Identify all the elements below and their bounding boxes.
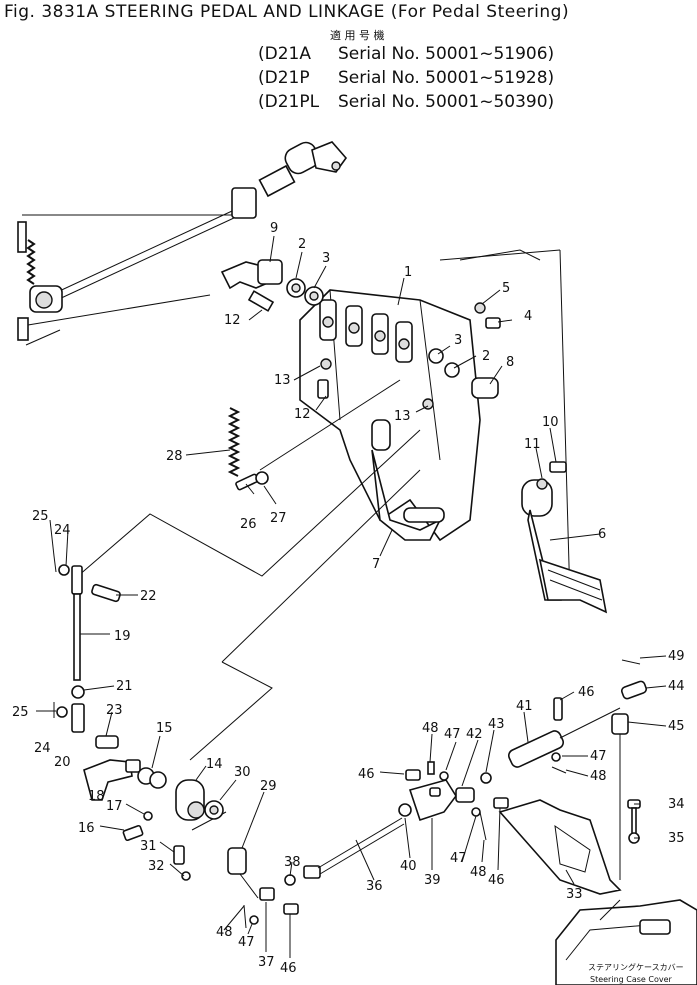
callout-48: 48	[470, 865, 487, 880]
model-name: (D21A	[258, 44, 311, 64]
callout-43: 43	[488, 717, 505, 732]
callout-46: 46	[488, 873, 505, 888]
callout-17: 17	[106, 799, 123, 814]
callout-6: 6	[598, 527, 606, 542]
callout-numbers: 1 2 2 3 3 4 5 6 7 8 9 10 11 12 12 13 13 …	[12, 221, 685, 976]
steering-case-cover	[555, 899, 697, 985]
callout-40: 40	[400, 859, 417, 874]
callout-45: 45	[668, 719, 685, 734]
cover-label-jp: ステアリングケースカバー	[588, 962, 684, 972]
callout-47: 47	[444, 727, 461, 742]
callout-21: 21	[116, 679, 133, 694]
callout-34: 34	[668, 797, 685, 812]
callout-3: 3	[322, 251, 330, 266]
callout-44: 44	[668, 679, 685, 694]
callout-7: 7	[372, 557, 380, 572]
callout-leaders	[36, 235, 667, 958]
callout-19: 19	[114, 629, 131, 644]
callout-38: 38	[284, 855, 301, 870]
upper-rod-assembly	[17, 141, 348, 346]
callout-47: 47	[450, 851, 467, 866]
shaft-parts-top	[220, 259, 567, 490]
serial-range: Serial No. 50001~51928)	[338, 68, 555, 88]
callout-35: 35	[668, 831, 685, 846]
callout-31: 31	[140, 839, 157, 854]
connection-lines	[77, 429, 421, 831]
callout-42: 42	[466, 727, 483, 742]
model-name: (D21P	[258, 68, 310, 88]
callout-46: 46	[280, 961, 297, 976]
callout-10: 10	[542, 415, 559, 430]
callout-28: 28	[166, 449, 183, 464]
callout-46: 46	[358, 767, 375, 782]
serial-range-d21pl: (D21PL Serial No. 50001~50390)	[258, 92, 554, 112]
cover-label-en: Steering Case Cover	[590, 975, 673, 984]
return-spring	[227, 379, 401, 491]
serial-range-d21p: (D21P Serial No. 50001~51928)	[258, 68, 554, 88]
callout-27: 27	[270, 511, 287, 526]
cover-label: ステアリングケースカバー Steering Case Cover	[588, 962, 684, 984]
callout-2: 2	[298, 237, 306, 252]
callout-24: 24	[54, 523, 71, 538]
callout-24: 24	[34, 741, 51, 756]
callout-47: 47	[238, 935, 255, 950]
callout-8: 8	[506, 355, 514, 370]
callout-16: 16	[78, 821, 95, 836]
serial-range-d21a: (D21A Serial No. 50001~51906)	[258, 44, 554, 64]
callout-32: 32	[148, 859, 165, 874]
callout-48: 48	[590, 769, 607, 784]
callout-13: 13	[394, 409, 411, 424]
callout-30: 30	[234, 765, 251, 780]
callout-22: 22	[140, 589, 157, 604]
callout-11: 11	[524, 437, 541, 452]
callout-26: 26	[240, 517, 257, 532]
callout-25: 25	[32, 509, 49, 524]
lower-rod	[227, 779, 457, 929]
serial-range: Serial No. 50001~50390)	[338, 92, 555, 112]
left-linkage	[53, 555, 224, 881]
callout-33: 33	[566, 887, 583, 902]
callout-41: 41	[516, 699, 533, 714]
callout-48: 48	[216, 925, 233, 940]
callout-2: 2	[482, 349, 490, 364]
callout-5: 5	[502, 281, 510, 296]
callout-25: 25	[12, 705, 29, 720]
callout-14: 14	[206, 757, 223, 772]
right-linkage	[405, 659, 648, 895]
callout-46: 46	[578, 685, 595, 700]
callout-12: 12	[224, 313, 241, 328]
steering-pedal	[521, 479, 608, 614]
callout-4: 4	[524, 309, 532, 324]
callout-37: 37	[258, 955, 275, 970]
serial-range: Serial No. 50001~51906)	[338, 44, 555, 64]
callout-3: 3	[454, 333, 462, 348]
applicable-serials-heading: 適 用 号 機	[330, 29, 385, 42]
callout-13: 13	[274, 373, 291, 388]
callout-12: 12	[294, 407, 311, 422]
callout-1: 1	[404, 265, 412, 280]
callout-49: 49	[668, 649, 685, 664]
model-name: (D21PL	[258, 92, 320, 112]
callout-15: 15	[156, 721, 173, 736]
callout-48: 48	[422, 721, 439, 736]
figure-title: Fig. 3831A STEERING PEDAL AND LINKAGE (F…	[4, 2, 570, 22]
callout-23: 23	[106, 703, 123, 718]
callout-29: 29	[260, 779, 277, 794]
callout-9: 9	[270, 221, 278, 236]
callout-36: 36	[366, 879, 383, 894]
callout-18: 18	[88, 789, 105, 804]
callout-47: 47	[590, 749, 607, 764]
callout-39: 39	[424, 873, 441, 888]
callout-20: 20	[54, 755, 71, 770]
